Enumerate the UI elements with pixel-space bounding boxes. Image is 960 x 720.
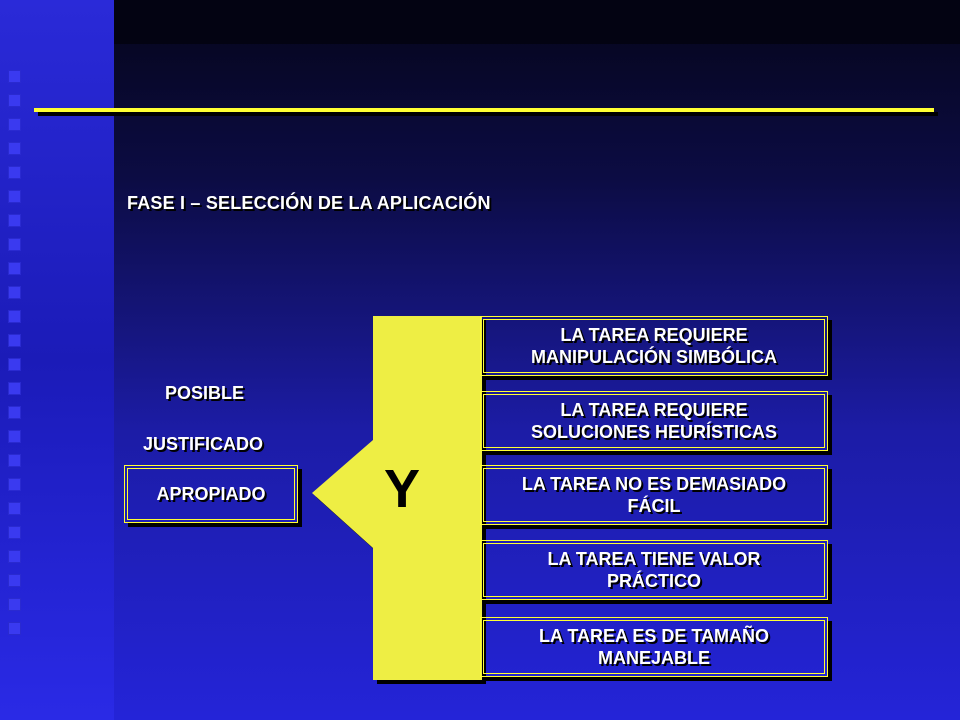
title-rule (34, 108, 934, 112)
y-connector-label: Y (383, 459, 421, 519)
top-bar (114, 0, 960, 44)
condition-box: LA TAREA TIENE VALOR PRÁCTICO (480, 540, 828, 600)
label-justificado: JUSTIFICADO (143, 434, 264, 454)
box-apropiado: APROPIADO (124, 465, 298, 523)
condition-text: LA TAREA ES DE TAMAÑO MANEJABLE (539, 626, 769, 668)
label-apropiado: APROPIADO (156, 483, 266, 504)
condition-box: LA TAREA NO ES DEMASIADO FÁCIL (480, 465, 828, 525)
condition-text: LA TAREA REQUIERE SOLUCIONES HEURÍSTICAS (530, 400, 778, 442)
label-posible: POSIBLE (165, 383, 245, 403)
decorative-squares (8, 70, 24, 646)
condition-box: LA TAREA REQUIERE MANIPULACIÓN SIMBÓLICA (480, 316, 828, 376)
condition-text: LA TAREA NO ES DEMASIADO FÁCIL (521, 474, 787, 516)
condition-text: LA TAREA REQUIERE MANIPULACIÓN SIMBÓLICA (531, 325, 777, 367)
condition-box: LA TAREA REQUIERE SOLUCIONES HEURÍSTICAS (480, 391, 828, 451)
condition-text: LA TAREA TIENE VALOR PRÁCTICO (547, 549, 761, 591)
slide-heading: FASE I – SELECCIÓN DE LA APLICACIÓN (127, 193, 491, 213)
left-band (0, 0, 114, 720)
condition-box: LA TAREA ES DE TAMAÑO MANEJABLE (480, 617, 828, 677)
